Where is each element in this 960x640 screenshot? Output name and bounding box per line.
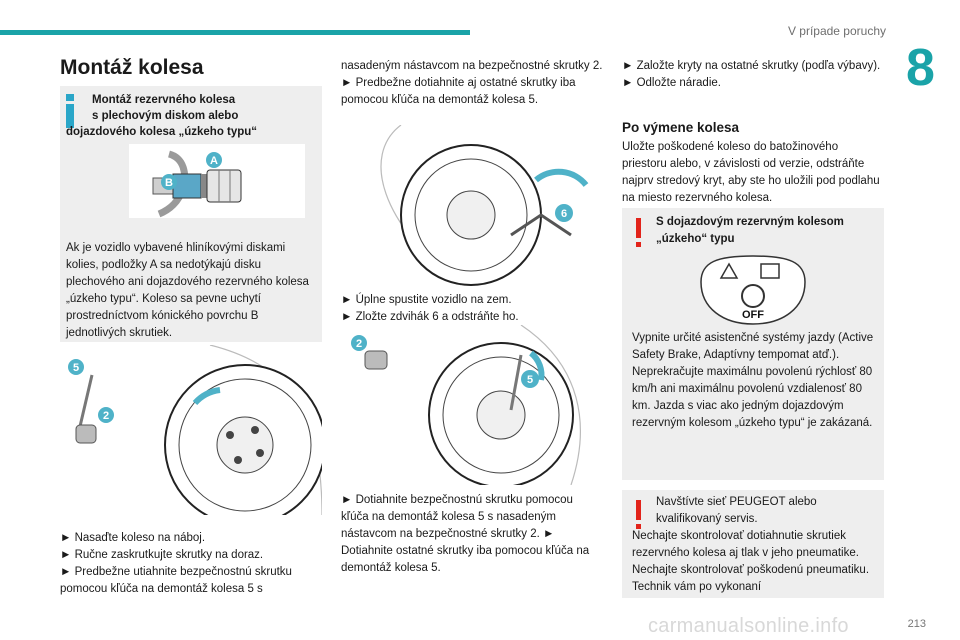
sticker-off-label: OFF <box>742 309 764 321</box>
list-item: ► Nasaďte koleso na náboj. <box>60 532 206 544</box>
warning-title: Navštívte sieť PEUGEOT alebo kvalifikova… <box>656 496 817 525</box>
wheel-tightening-illustration: 5 2 <box>60 344 326 526</box>
info-box: Montáž rezervného kolesa s plechovým dis… <box>60 86 322 342</box>
page-number: 213 <box>907 618 926 630</box>
after-change-text: Uložte poškodené koleso do batožinového … <box>622 141 880 204</box>
badge-6: 6 <box>561 208 567 220</box>
col2-mid-steps: ► Úplne spustite vozidlo na zem. ► Zložt… <box>341 292 603 326</box>
page-title: Montáž kolesa <box>60 56 204 79</box>
chapter-number: 8 <box>906 39 935 97</box>
badge-2: 2 <box>356 338 362 350</box>
col3-steps: ► Založte kryty na ostatné skrutky (podľ… <box>622 58 884 92</box>
warning-text: Vypnite určité asistenčné systémy jazdy … <box>632 332 874 429</box>
col1-steps: ► Nasaďte koleso na náboj. ► Ručne zaskr… <box>60 530 322 598</box>
info-icon <box>66 94 74 128</box>
bolt-washer-illustration: A B <box>129 144 305 218</box>
list-item: ► Založte kryty na ostatné skrutky (podľ… <box>622 60 881 72</box>
list-item: ► Predbežne dotiahnite aj ostatné skrutk… <box>341 77 576 106</box>
jack-removal-illustration: 6 <box>341 124 603 290</box>
badge-2: 2 <box>103 410 109 422</box>
list-item: ► Zložte zdvihák 6 a odstráňte ho. <box>341 311 519 323</box>
speed-limit-sticker: OFF <box>697 252 809 333</box>
list-item: ► Úplne spustite vozidlo na zem. <box>341 294 512 306</box>
watermark: carmanualsonline.info <box>648 615 849 637</box>
badge-5: 5 <box>73 362 79 374</box>
header-accent-bar <box>0 30 470 35</box>
section-title: V prípade poruchy <box>787 24 886 38</box>
label-b: B <box>165 177 173 189</box>
warning-text: Nechajte skontrolovať dotiahnutie skruti… <box>632 530 870 593</box>
info-box-title: Montáž rezervného kolesa s plechovým dis… <box>66 94 258 138</box>
col2-top-text: nasadeným nástavcom na bezpečnostné skru… <box>341 58 603 109</box>
list-item: ► Ručne zaskrutkujte skrutky na doraz. <box>60 549 264 561</box>
final-tightening-illustration: 2 5 <box>341 324 603 488</box>
warning-box-service: Navštívte sieť PEUGEOT alebo kvalifikova… <box>622 490 884 598</box>
list-item: ► Predbežne utiahnite bezpečnostnú skrut… <box>60 566 292 595</box>
warning-title: S dojazdovým rezervným kolesom „úzkeho“ … <box>656 216 844 245</box>
after-change-heading: Po výmene kolesa <box>622 120 740 135</box>
warning-box-spare-wheel: S dojazdovým rezervným kolesom „úzkeho“ … <box>622 208 884 480</box>
badge-5: 5 <box>527 374 533 386</box>
col2-bottom-steps: ► Dotiahnite bezpečnostnú skrutku pomoco… <box>341 494 590 574</box>
info-box-text: Ak je vozidlo vybavené hliníkovými diska… <box>66 242 309 339</box>
label-a: A <box>210 155 218 167</box>
list-item: ► Odložte náradie. <box>622 77 721 89</box>
